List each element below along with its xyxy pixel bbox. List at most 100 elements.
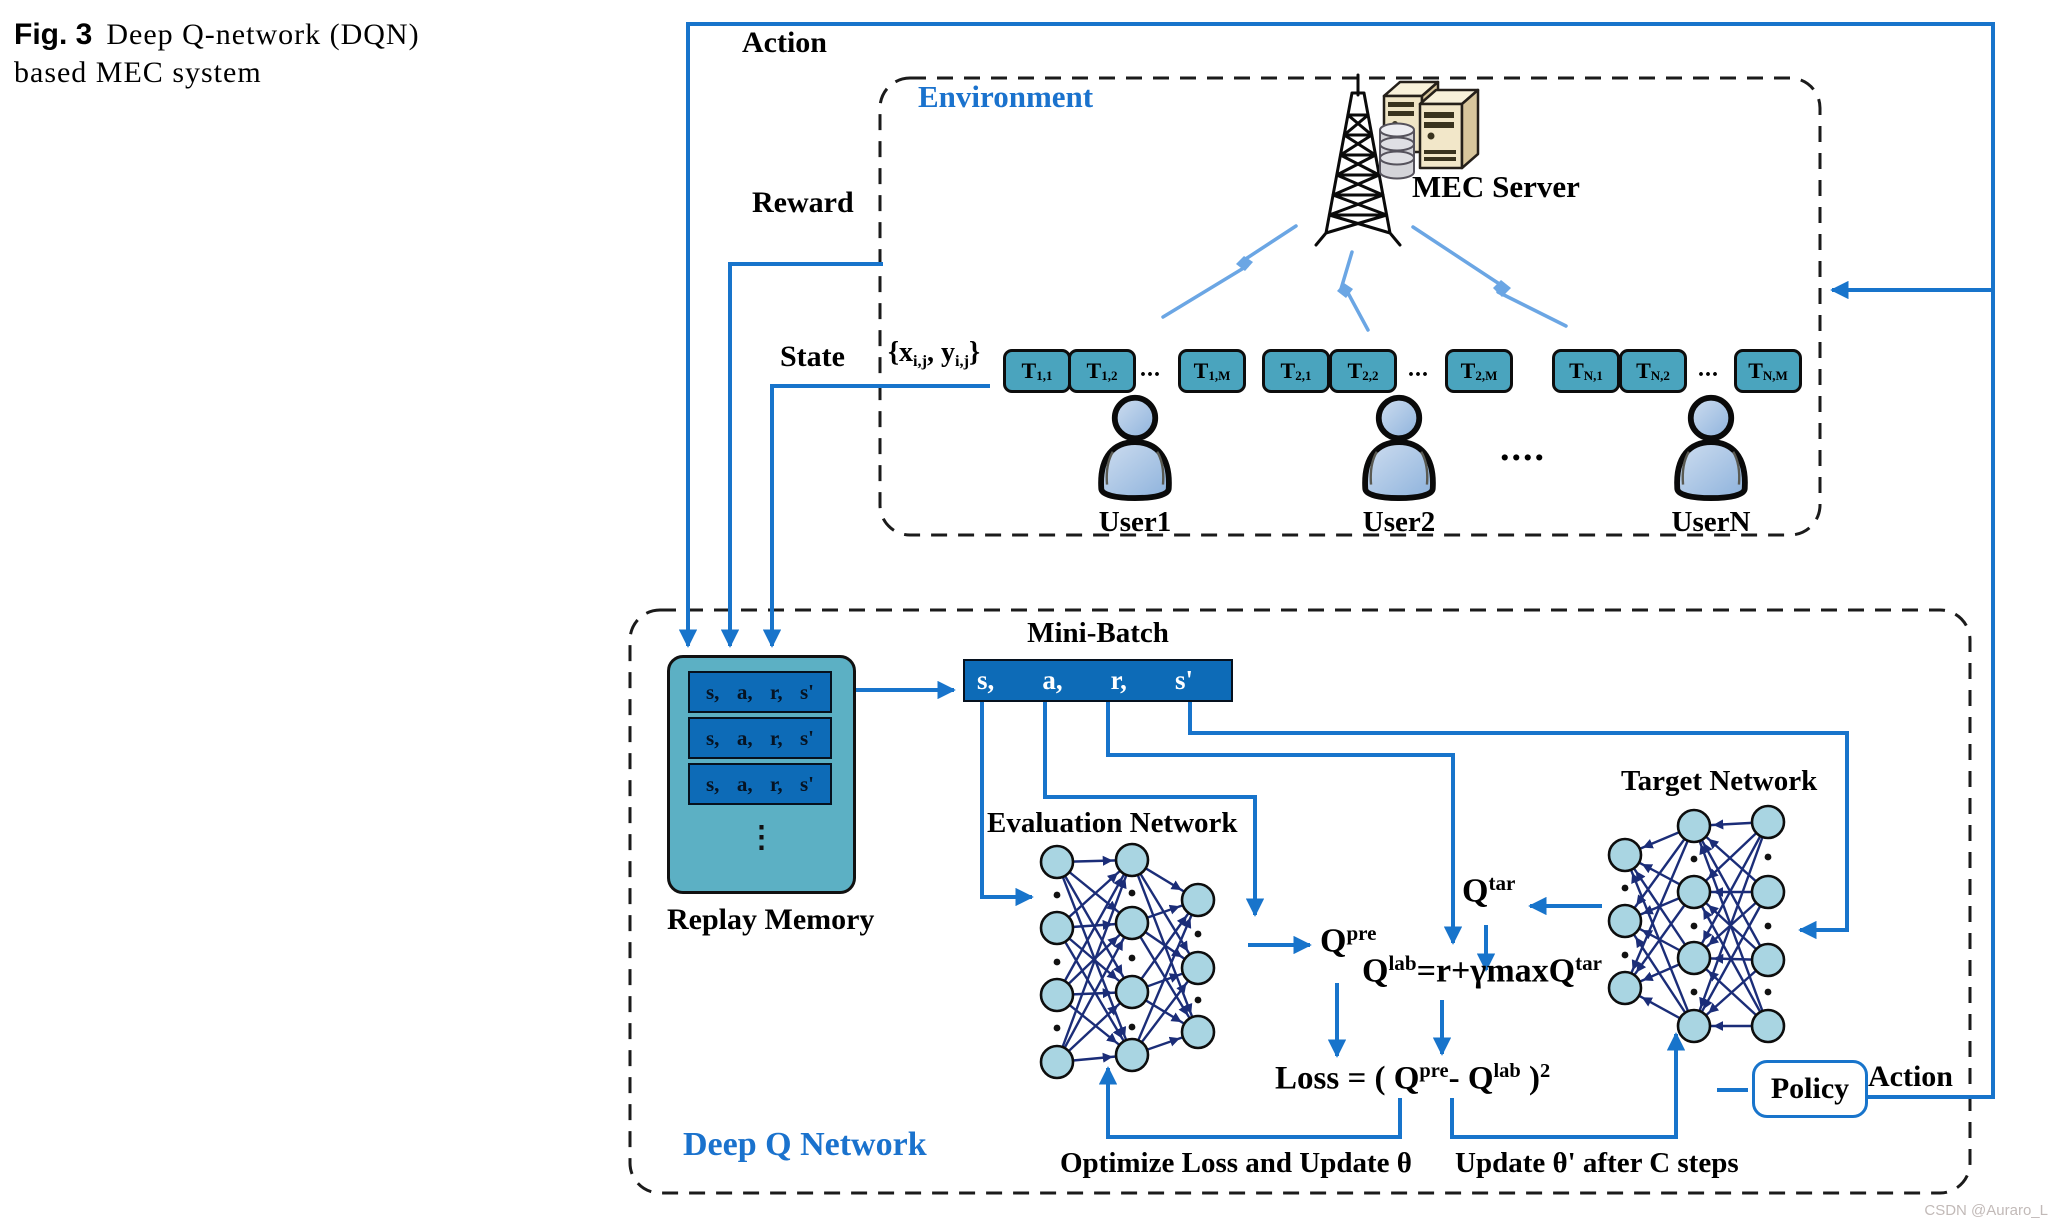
task-t: T (1280, 358, 1296, 383)
environment-title: Environment (918, 79, 1094, 114)
loss-formula: Loss = ( Qpre- Qlab )2 (1275, 1060, 1550, 1097)
replay-s: s, (706, 771, 720, 796)
user1-icon (1101, 398, 1169, 498)
qlab-q2: Q (1548, 952, 1576, 990)
figure-caption-line2: based MEC system (14, 56, 262, 89)
user1-label: User1 (1098, 506, 1172, 538)
figure-title-part1: Deep Q-network (DQN) (106, 18, 420, 51)
task-t: T (1460, 358, 1476, 383)
replay-sp: s' (799, 679, 814, 704)
replay-r: r, (769, 725, 783, 750)
replay-row: s,a,r,s' (688, 717, 832, 759)
deep-q-network-title: Deep Q Network (683, 1126, 927, 1163)
task-t: T (1636, 358, 1651, 383)
task-t: T (1086, 358, 1102, 383)
minibatch-s: s, (977, 665, 995, 695)
task-sub: 2,2 (1362, 368, 1379, 383)
database-stack-icon (1379, 122, 1415, 180)
replay-sp: s' (799, 771, 814, 796)
a-line-arrow (1043, 702, 1265, 917)
policy-box: Policy (1752, 1060, 1868, 1118)
state-tuple-open: {x (888, 337, 914, 368)
qlab-sup2: tar (1575, 951, 1603, 975)
loss-square: 2 (1540, 1060, 1551, 1082)
minibatch-a: a, (1042, 665, 1063, 695)
minibatch-label: Mini-Batch (1027, 617, 1169, 649)
neural-networks (1039, 804, 1786, 1080)
deep-q-network-box (628, 608, 1972, 1195)
q-tar-label: Qtar (1462, 871, 1515, 910)
update-feedback-arrow (1450, 1032, 1686, 1139)
sprime-to-target-arrow (1188, 702, 1849, 940)
task-sub: 1,2 (1101, 368, 1118, 383)
replay-row: s,a,r,s' (688, 763, 832, 805)
watermark: CSDN @Auraro_L (1924, 1202, 2048, 1219)
optimize-label: Optimize Loss and Update θ (1060, 1147, 1412, 1179)
policy-label: Policy (1770, 1072, 1850, 1105)
figure-caption-line1: Fig. 3 Deep Q-network (DQN) (14, 18, 420, 52)
q-pre-base: Q (1320, 922, 1347, 960)
loss-pre: Loss = ( (1275, 1060, 1394, 1097)
task-t: T (1021, 358, 1037, 383)
qlab-mid: =r+γmax (1416, 952, 1549, 990)
task-t: T (1748, 358, 1763, 383)
state-tuple-mid: , y (927, 337, 956, 368)
replay-a: a, (736, 771, 753, 796)
task-sub: 2,M (1475, 368, 1498, 383)
wireless-bolts (1161, 224, 1568, 332)
r-line-arrow (1106, 702, 1463, 945)
users-ellipsis: .... (1500, 427, 1546, 469)
target-network-label: Target Network (1621, 765, 1818, 797)
task-t: T (1193, 358, 1209, 383)
loss-s2: lab (1493, 1060, 1521, 1082)
replay-r: r, (769, 679, 783, 704)
task-sub: N,M (1762, 368, 1788, 383)
user2-icon (1365, 398, 1433, 498)
figure-number: Fig. 3 (14, 18, 93, 51)
userN-label: UserN (1671, 506, 1751, 538)
replay-a: a, (736, 679, 753, 704)
loss-post: ) (1520, 1060, 1540, 1097)
task-sub: 2,1 (1295, 368, 1312, 383)
state-tuple-sub2: i,j (955, 351, 970, 370)
q-pre-sup: pre (1346, 921, 1377, 945)
replay-memory-label: Replay Memory (667, 903, 875, 936)
flow-lines (678, 22, 1995, 1139)
bolt-left-icon (1161, 224, 1298, 319)
state-tuple-sub1: i,j (913, 351, 928, 370)
replay-sp: s' (799, 725, 814, 750)
action-loop-line (678, 22, 1995, 1099)
task-t: T (1569, 358, 1584, 383)
q-lab-formula: Qlab=r+γmaxQtar (1362, 951, 1603, 990)
action-top-label: Action (742, 26, 827, 59)
q-tar-base: Q (1462, 872, 1489, 910)
qlab-q: Q (1362, 952, 1389, 990)
bolt-right-icon (1411, 225, 1568, 328)
userN-icon (1677, 398, 1745, 498)
task-sub: N,2 (1650, 368, 1670, 383)
replay-s: s, (706, 679, 720, 704)
user2-label: User2 (1362, 506, 1436, 538)
replay-memory-box: s,a,r,s' s,a,r,s' s,a,r,s' ⋮ (667, 655, 856, 894)
state-line (762, 384, 990, 648)
mec-server-icon (1379, 80, 1480, 180)
state-label: State (780, 340, 845, 373)
task-dots-3: ... (1698, 356, 1719, 382)
bolt-middle-icon (1337, 250, 1370, 332)
loss-q2: Q (1467, 1060, 1494, 1097)
evaluation-network-label: Evaluation Network (987, 807, 1238, 839)
replay-ellipsis: ⋮ (746, 821, 777, 854)
task-sub: 1,1 (1036, 368, 1053, 383)
task-t: T (1347, 358, 1363, 383)
loss-mid: - (1448, 1060, 1468, 1097)
base-station-tower-icon (1314, 73, 1402, 247)
action-out-label: Action (1868, 1060, 1953, 1093)
state-tuple-close: } (969, 337, 981, 368)
